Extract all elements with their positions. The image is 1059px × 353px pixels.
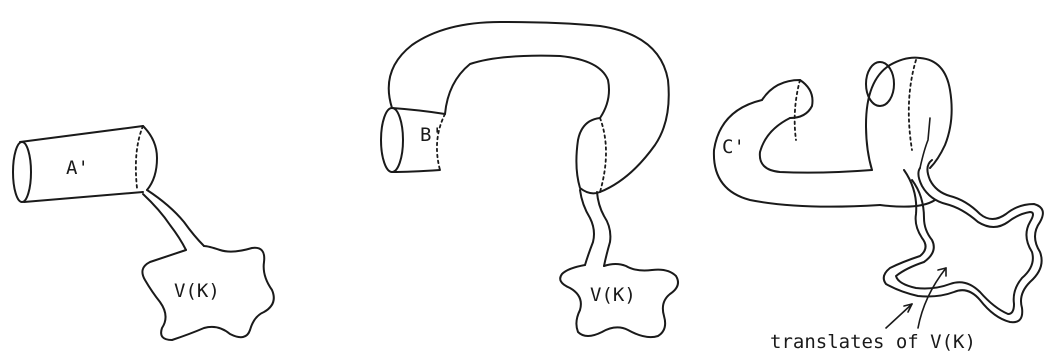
blob-b <box>559 263 679 339</box>
blob-a <box>141 245 275 341</box>
label-c-prime: C' <box>722 136 745 158</box>
neck-a-left <box>142 193 187 251</box>
annotation-arrows <box>885 267 947 329</box>
arrow-1 <box>885 303 913 329</box>
translate-inner <box>895 167 1034 315</box>
neck-b-left <box>579 189 595 266</box>
label-vk-b: V(K) <box>590 284 636 306</box>
arrow-2 <box>917 267 947 329</box>
tube-c <box>712 79 881 208</box>
figure-a: A' V(K) <box>12 125 275 341</box>
label-translates: translates of V(K) <box>770 331 976 353</box>
neck-b-right <box>596 191 612 267</box>
label-a-prime: A' <box>66 157 89 179</box>
figure-b: B' V(K) <box>380 21 679 339</box>
figure-c: C' translates of V(K) <box>712 56 1044 353</box>
strand-c <box>919 117 931 169</box>
arrow-1-head <box>903 303 913 313</box>
label-vk-a: V(K) <box>174 280 220 302</box>
neck-a-right <box>146 189 205 247</box>
arrow-2-head <box>937 267 947 277</box>
sphere-c <box>865 56 953 208</box>
tube-a <box>12 125 158 203</box>
tube-b <box>380 21 670 195</box>
label-b-prime: B' <box>420 124 443 146</box>
translate-outer <box>882 159 1044 324</box>
